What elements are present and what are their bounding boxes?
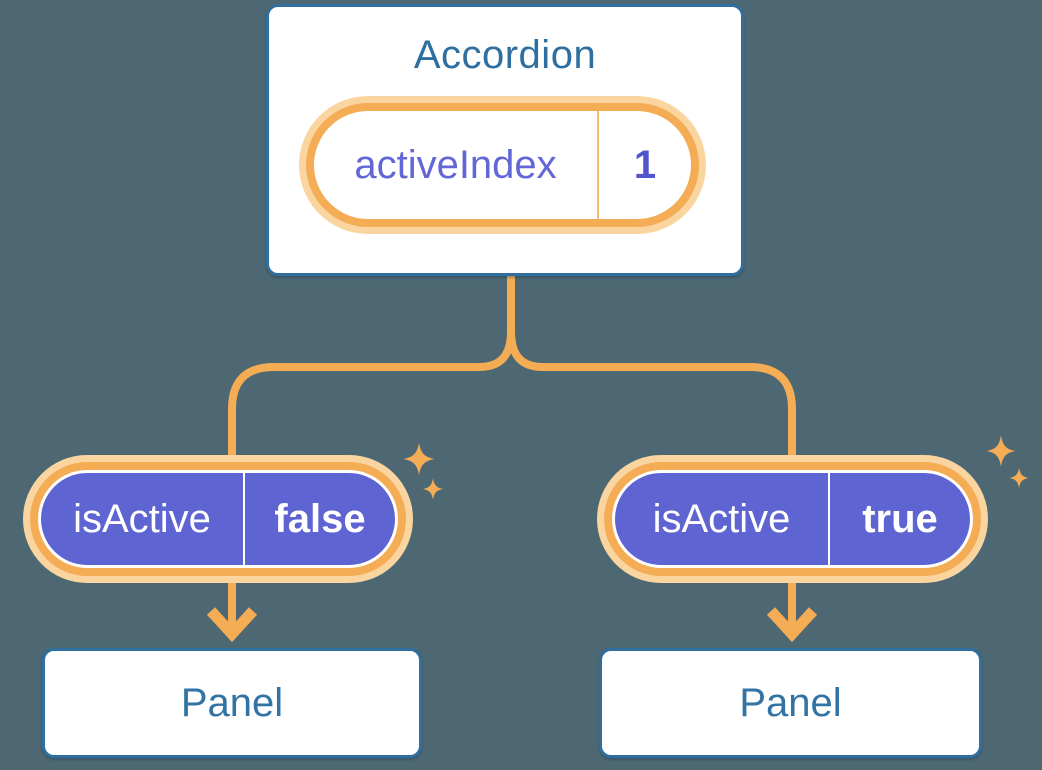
sparkle-icon (422, 478, 444, 500)
sparkle-icon (403, 442, 435, 476)
accordion-title: Accordion (413, 33, 597, 77)
state-pill-glow: activeIndex 1 (299, 96, 706, 234)
prop-pill-right-glow: isActive true (597, 455, 988, 583)
prop-pill-right-ring: isActive true (604, 462, 981, 576)
sparkle-icon (1009, 467, 1029, 489)
prop-pill-left-glow: isActive false (23, 455, 413, 583)
prop-pill-label: isActive (652, 496, 791, 541)
prop-pill-right: isActive true (612, 470, 973, 568)
prop-pill-value: true (828, 473, 970, 565)
prop-pill-left: isActive false (38, 470, 398, 568)
prop-pill-label: isActive (73, 496, 211, 541)
connector-right-branch (507, 276, 796, 630)
panel-card-right: Panel (599, 648, 982, 758)
state-pill: activeIndex 1 (306, 103, 699, 227)
arrow-down-icon (766, 607, 818, 643)
state-pill-label: activeIndex (354, 142, 557, 187)
prop-pill-value: false (243, 473, 395, 565)
sparkle-icon (986, 435, 1016, 467)
state-pill-value: 1 (597, 111, 691, 219)
panel-card-left: Panel (42, 648, 422, 758)
arrow-down-icon (206, 607, 258, 643)
prop-pill-left-ring: isActive false (30, 462, 406, 576)
